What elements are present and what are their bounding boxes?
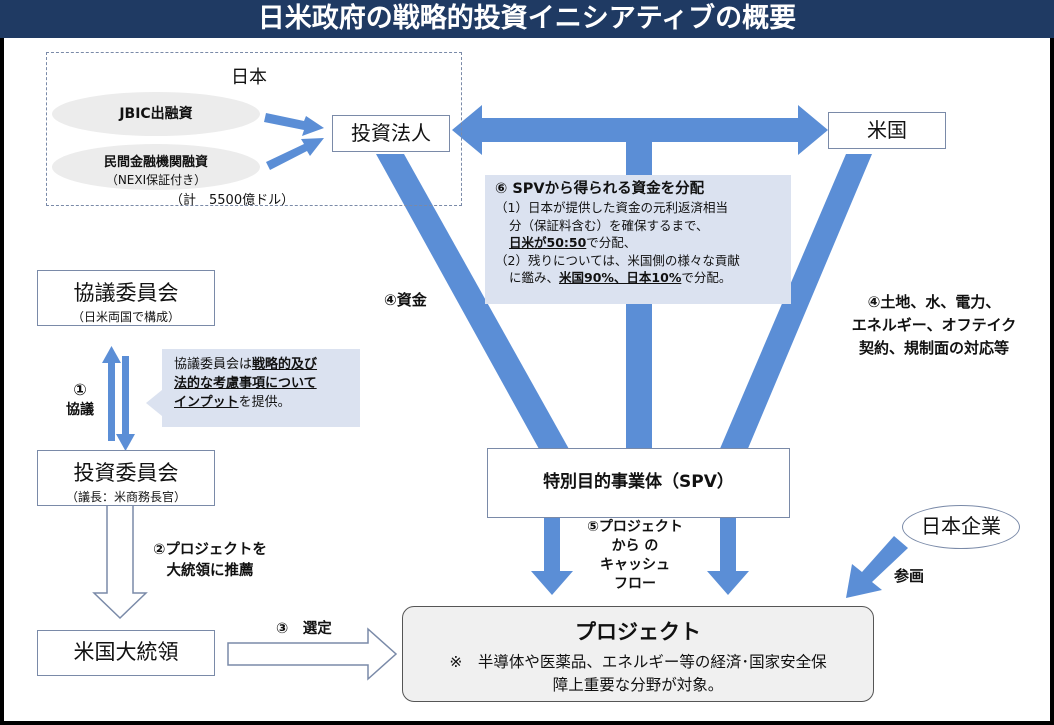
distribution-note: ⑥ SPVから得られる資金を分配 （1）日本が提供した資金の元利返済相当 分（保… [485,175,791,304]
arrow-select-hollow [227,627,398,681]
step-consult-label: 協議 [66,402,94,418]
cashflow-shaft-right [720,518,736,571]
consult-note-a: 協議委員会は [174,357,253,372]
arrow-recommend-hollow [92,499,148,620]
private-finance-ellipse: 民間金融機関融資 （NEXI保証付き） [52,144,260,190]
cashflow-line-3: キャッシュ [600,557,670,573]
arrow-jbic-to-corp [264,113,324,136]
ratio-50-50: 日米が50:50 [509,235,587,250]
spv-box: 特別目的事業体（SPV） [487,448,790,518]
diagram-panel: 日本 JBIC出融資 民間金融機関融資 （NEXI保証付き） （計 5500億ド… [4,38,1050,721]
arrow-down-head [116,434,135,451]
recommend-line-2: 大統領に推薦 [166,563,254,579]
arrows-layer [92,105,908,681]
us-contribution: ④土地、水、電力、 エネルギー、オフテイク 契約、規制面の対応等 [834,291,1034,360]
japan-group [46,52,462,206]
distribution-line-5: に鑑み、米国90%、日本10%で分配。 [495,269,791,287]
consult-note-e: を提供。 [238,395,291,410]
us-contribution-line-1: ④土地、水、電力、 [867,293,1001,311]
japanese-companies-label: 日本企業 [921,514,1001,538]
jbic-label: JBIC出融資 [119,106,193,122]
jbic-ellipse: JBIC出融資 [52,92,260,136]
invest-committee-name: 投資委員会 [73,461,179,485]
participate-label: 参画 [894,567,925,585]
project-title: プロジェクト [575,620,701,644]
us-contribution-line-2: エネルギー、オフテイク [851,316,1017,334]
cashflow-line-2: から の [611,538,659,554]
cashflow-head-right [707,571,749,595]
cashflow-line-1: ⑤プロジェクト [587,519,683,535]
consult-note-line-1: 協議委員会は戦略的及び [174,355,360,374]
distribution-line-3-rest: で分配、 [586,235,637,250]
arrow-down-shaft [122,356,129,434]
consult-committee-sub: （日米両国で構成） [71,310,180,324]
ratio-90-10: 米国90%、日本10% [559,270,682,285]
private-finance-label: 民間金融機関融資 [103,155,208,170]
note-pointer [146,390,162,416]
cashflow-head-left [531,571,573,595]
invest-committee-sub: （議長：米商務長官） [65,490,186,504]
arrow-participate [846,536,908,598]
distribution-line-5-rest: で分配。 [681,270,732,285]
consult-committee-box: 協議委員会 （日米両国で構成） [37,270,215,326]
project-line-2: 障上重要な分野が対象。 [552,676,724,694]
nexi-label: （NEXI保証付き） [105,173,207,187]
cashflow-line-4: フロー [614,576,656,592]
funds-band-left [376,154,574,458]
japan-label: 日本 [231,67,267,88]
step-consult: ① 協議 [62,379,98,421]
consult-note-c: 法的な考慮事項について [174,376,317,391]
recommend-line-1: ②プロジェクトを [153,542,267,558]
usa-box: 米国 [828,112,946,149]
invest-committee-box: 投資委員会 （議長：米商務長官） [37,450,215,506]
us-contribution-line-3: 契約、規制面の対応等 [858,339,1009,357]
contrib-band-right [716,154,872,458]
recommend-label: ②プロジェクトを 大統領に推薦 [146,540,274,582]
arrow-up-head [102,346,121,363]
project-box: プロジェクト ※ 半導体や医薬品、エネルギー等の経済･国家安全保 障上重要な分野… [402,606,874,702]
funds-label: ④資金 [384,291,427,309]
consult-note-line-2: 法的な考慮事項について [174,374,360,393]
consult-note-b: 戦略的及び [252,357,318,372]
arrow-up-shaft [108,363,115,441]
japan-total: （計 5500億ドル） [170,193,295,208]
select-label: ③ 選定 [276,621,332,637]
distribution-line-3: 日米が50:50で分配、 [495,234,791,252]
cashflow-label: ⑤プロジェクト から の キャッシュ フロー [580,518,690,594]
consult-note-line-3: インプットを提供。 [174,393,360,412]
consult-committee-name: 協議委員会 [73,281,179,305]
project-line-1: ※ 半導体や医薬品、エネルギー等の経済･国家安全保 [449,653,827,671]
distribution-heading: ⑥ SPVから得られる資金を分配 [495,181,705,197]
arrow-private-to-corp [266,138,324,170]
president-box: 米国大統領 [37,630,215,676]
distribution-line-1: （1）日本が提供した資金の元利返済相当 [495,200,728,215]
page-title: 日米政府の戦略的投資イニシアティブの概要 [0,0,1054,38]
double-arrow-invest-us [452,105,828,155]
japanese-companies-ellipse: 日本企業 [902,505,1020,549]
cashflow-shaft-left [544,518,560,571]
distribution-line-5-a: に鑑み、 [509,270,560,285]
consult-note: 協議委員会は戦略的及び 法的な考慮事項について インプットを提供。 [162,349,360,427]
distribution-line-4: （2）残りについては、米国側の様々な貢献 [495,252,740,268]
consult-note-d: インプット [174,395,239,410]
investment-corp-box: 投資法人 [332,115,450,152]
step-consult-number: ① [73,380,87,399]
distribution-line-2: 分（保証料含む）を確保するまで、 [509,217,709,233]
